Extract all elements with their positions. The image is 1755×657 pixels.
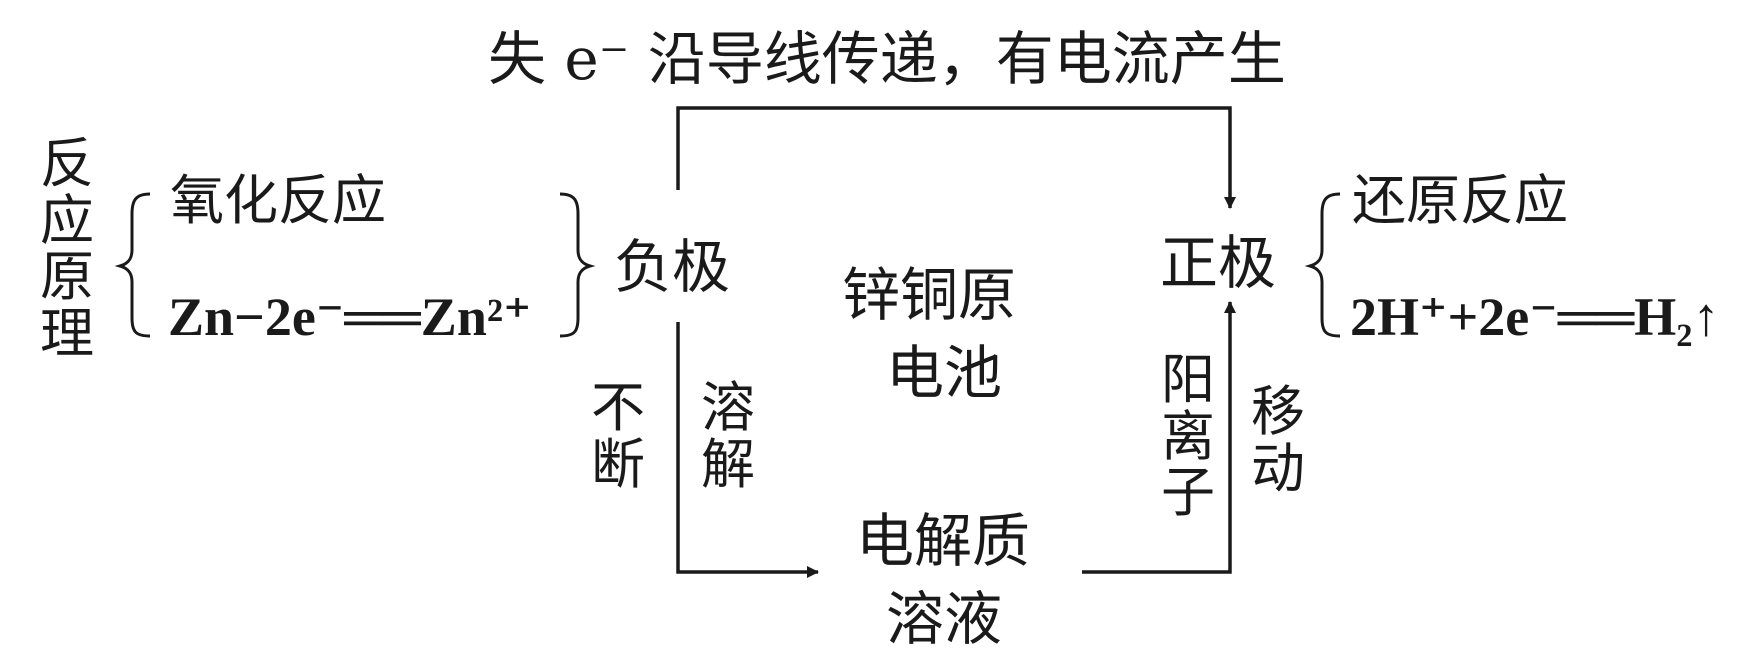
- cell-title-line2: 电池: [886, 339, 1003, 407]
- cation-flow-arrow: [1082, 301, 1236, 574]
- electron-flow-label: 失 e⁻ 沿导线传递，有电流产生: [488, 25, 1286, 93]
- dissolve-flow-arrow: [676, 322, 819, 578]
- principle-title: 反应原理: [40, 132, 94, 366]
- label-dissolve: 溶解: [701, 376, 755, 496]
- cell-title-line1: 锌铜原: [842, 261, 1017, 329]
- electrolyte-line2: 溶液: [886, 585, 1003, 653]
- left-brace-close: [559, 192, 596, 338]
- positive-equation: 2H⁺+2e⁻══H₂↑: [1350, 287, 1720, 347]
- electrolyte-line1: 电解质: [856, 507, 1031, 575]
- label-move: 移动: [1251, 380, 1305, 500]
- negative-electrode: 负极: [614, 233, 731, 301]
- left-brace-open: [114, 192, 151, 338]
- electron-flow-arrow: [676, 106, 1236, 209]
- oxidation-label: 氧化反应: [170, 169, 386, 232]
- positive-electrode: 正极: [1160, 229, 1277, 297]
- right-brace-open: [1304, 192, 1341, 338]
- negative-equation: Zn−2e⁻══Zn²⁺: [168, 287, 532, 347]
- reduction-label: 还原反应: [1352, 169, 1568, 232]
- label-continuous: 不断: [591, 376, 645, 496]
- label-cation: 阳离子: [1161, 348, 1215, 525]
